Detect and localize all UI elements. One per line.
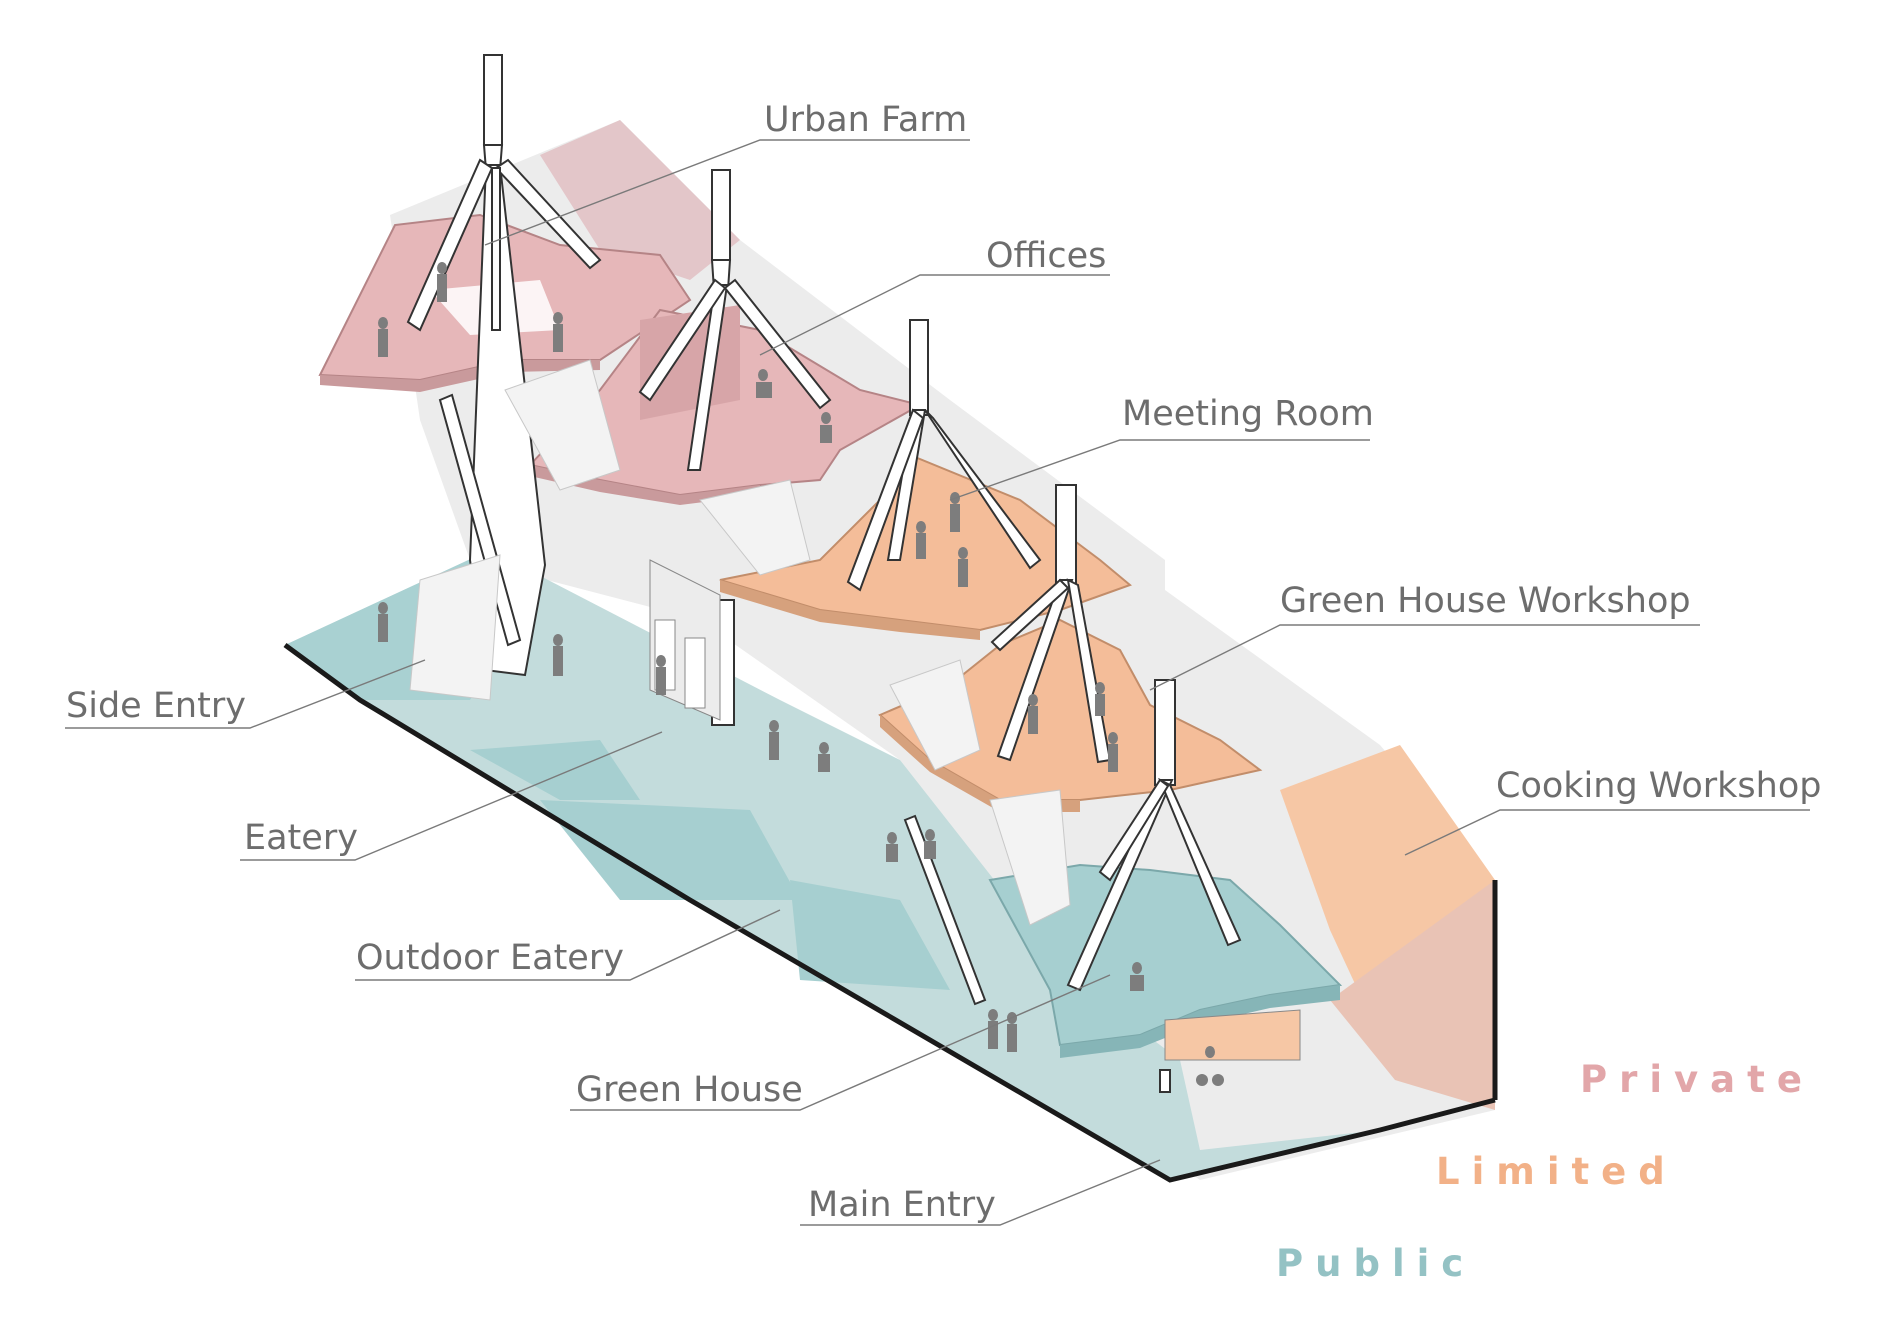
legend-private: Private xyxy=(1580,1058,1814,1101)
label-main-entry: Main Entry xyxy=(808,1185,996,1225)
label-green-house: Green House xyxy=(576,1070,803,1110)
label-meeting-room: Meeting Room xyxy=(1122,394,1374,434)
label-eatery: Eatery xyxy=(244,818,358,858)
label-outdoor-eatery: Outdoor Eatery xyxy=(356,938,624,978)
label-offices: Offices xyxy=(986,236,1106,276)
label-green-house-workshop: Green House Workshop xyxy=(1280,581,1691,621)
label-urban-farm: Urban Farm xyxy=(764,100,967,140)
label-cooking-workshop: Cooking Workshop xyxy=(1496,766,1821,806)
legend-public: Public xyxy=(1276,1242,1475,1285)
label-side-entry: Side Entry xyxy=(66,686,246,726)
legend-limited: Limited xyxy=(1436,1150,1677,1193)
